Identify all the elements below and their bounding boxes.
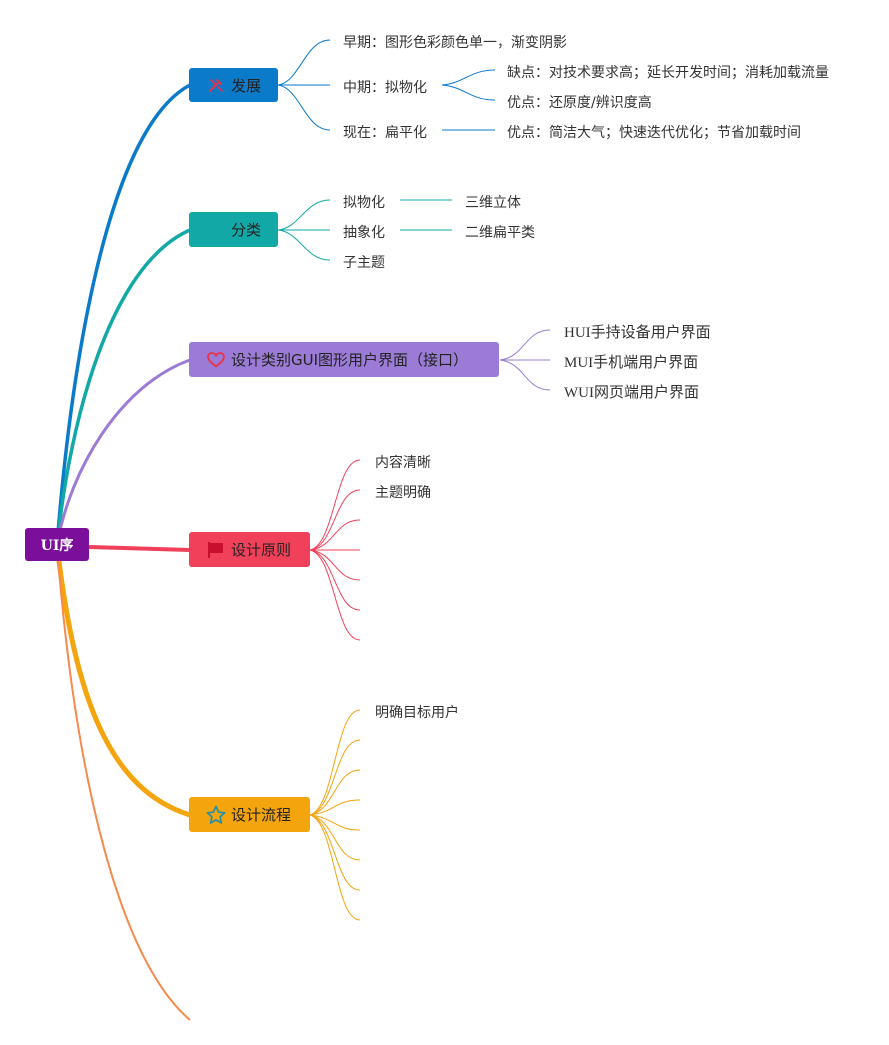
connector-principles-subs (309, 459, 361, 641)
principle-item-2[interactable]: 主题明确 (375, 485, 431, 501)
branch-gui-label: 设计类别GUI图形用户界面（接口） (231, 351, 469, 369)
branch-gui[interactable]: 设计类别GUI图形用户界面（接口） (189, 342, 499, 377)
heart-icon (206, 350, 226, 370)
root-node[interactable]: UI序 (25, 528, 89, 561)
branch-development[interactable]: 发展 (189, 68, 278, 102)
connector-gui (55, 358, 191, 546)
branch-classification[interactable]: 分类 (189, 212, 278, 247)
dev-now[interactable]: 现在：扁平化 (343, 125, 427, 141)
flag-icon (206, 540, 226, 560)
connector-extra (56, 544, 191, 1021)
connector-class-3 (277, 229, 331, 261)
principle-item-1[interactable]: 内容清晰 (375, 455, 431, 471)
class-item-2-sub[interactable]: 二维扁平类 (465, 225, 535, 241)
connector-process-subs (309, 709, 361, 921)
dev-now-pros[interactable]: 优点：简洁大气；快速迭代优化；节省加载时间 (507, 125, 801, 141)
connector-gui-3 (499, 359, 551, 391)
dev-early[interactable]: 早期：图形色彩颜色单一，渐变阴影 (343, 35, 567, 51)
branch-principles[interactable]: 设计原则 (189, 532, 310, 567)
class-item-3[interactable]: 子主题 (343, 255, 385, 271)
dev-middle-cons[interactable]: 缺点：对技术要求高；延长开发时间；消耗加载流量 (507, 65, 829, 81)
dev-middle-pros[interactable]: 优点：还原度/辨识度高 (507, 95, 652, 111)
connector-process (54, 544, 191, 818)
process-item-1[interactable]: 明确目标用户 (375, 705, 459, 721)
branch-process[interactable]: 设计流程 (189, 797, 310, 832)
branch-principles-label: 设计原则 (231, 541, 292, 559)
connector-middle-pros (441, 84, 496, 101)
connector-dev-early (277, 39, 331, 86)
class-item-1[interactable]: 拟物化 (343, 195, 385, 211)
branch-process-label: 设计流程 (231, 806, 292, 824)
connector-dev-now (277, 84, 331, 131)
root-label: UI序 (40, 537, 74, 554)
connector-principles (88, 545, 191, 552)
dev-middle[interactable]: 中期：拟物化 (343, 80, 427, 96)
tools-icon (206, 75, 226, 95)
connector-development (55, 83, 191, 546)
connector-middle-cons (441, 69, 496, 86)
connector-class-1 (277, 199, 331, 231)
gui-item-wui[interactable]: WUI网页端用户界面 (564, 385, 699, 401)
class-item-1-sub[interactable]: 三维立体 (465, 195, 521, 211)
star-icon (206, 805, 226, 825)
gui-item-mui[interactable]: MUI手机端用户界面 (564, 355, 699, 371)
class-item-2[interactable]: 抽象化 (343, 225, 385, 241)
branch-development-label: 发展 (231, 76, 262, 95)
connector-gui-1 (499, 329, 551, 361)
gui-item-hui[interactable]: HUI手持设备用户界面 (564, 325, 711, 341)
branch-classification-label: 分类 (231, 221, 262, 239)
connector-classification (55, 228, 191, 546)
